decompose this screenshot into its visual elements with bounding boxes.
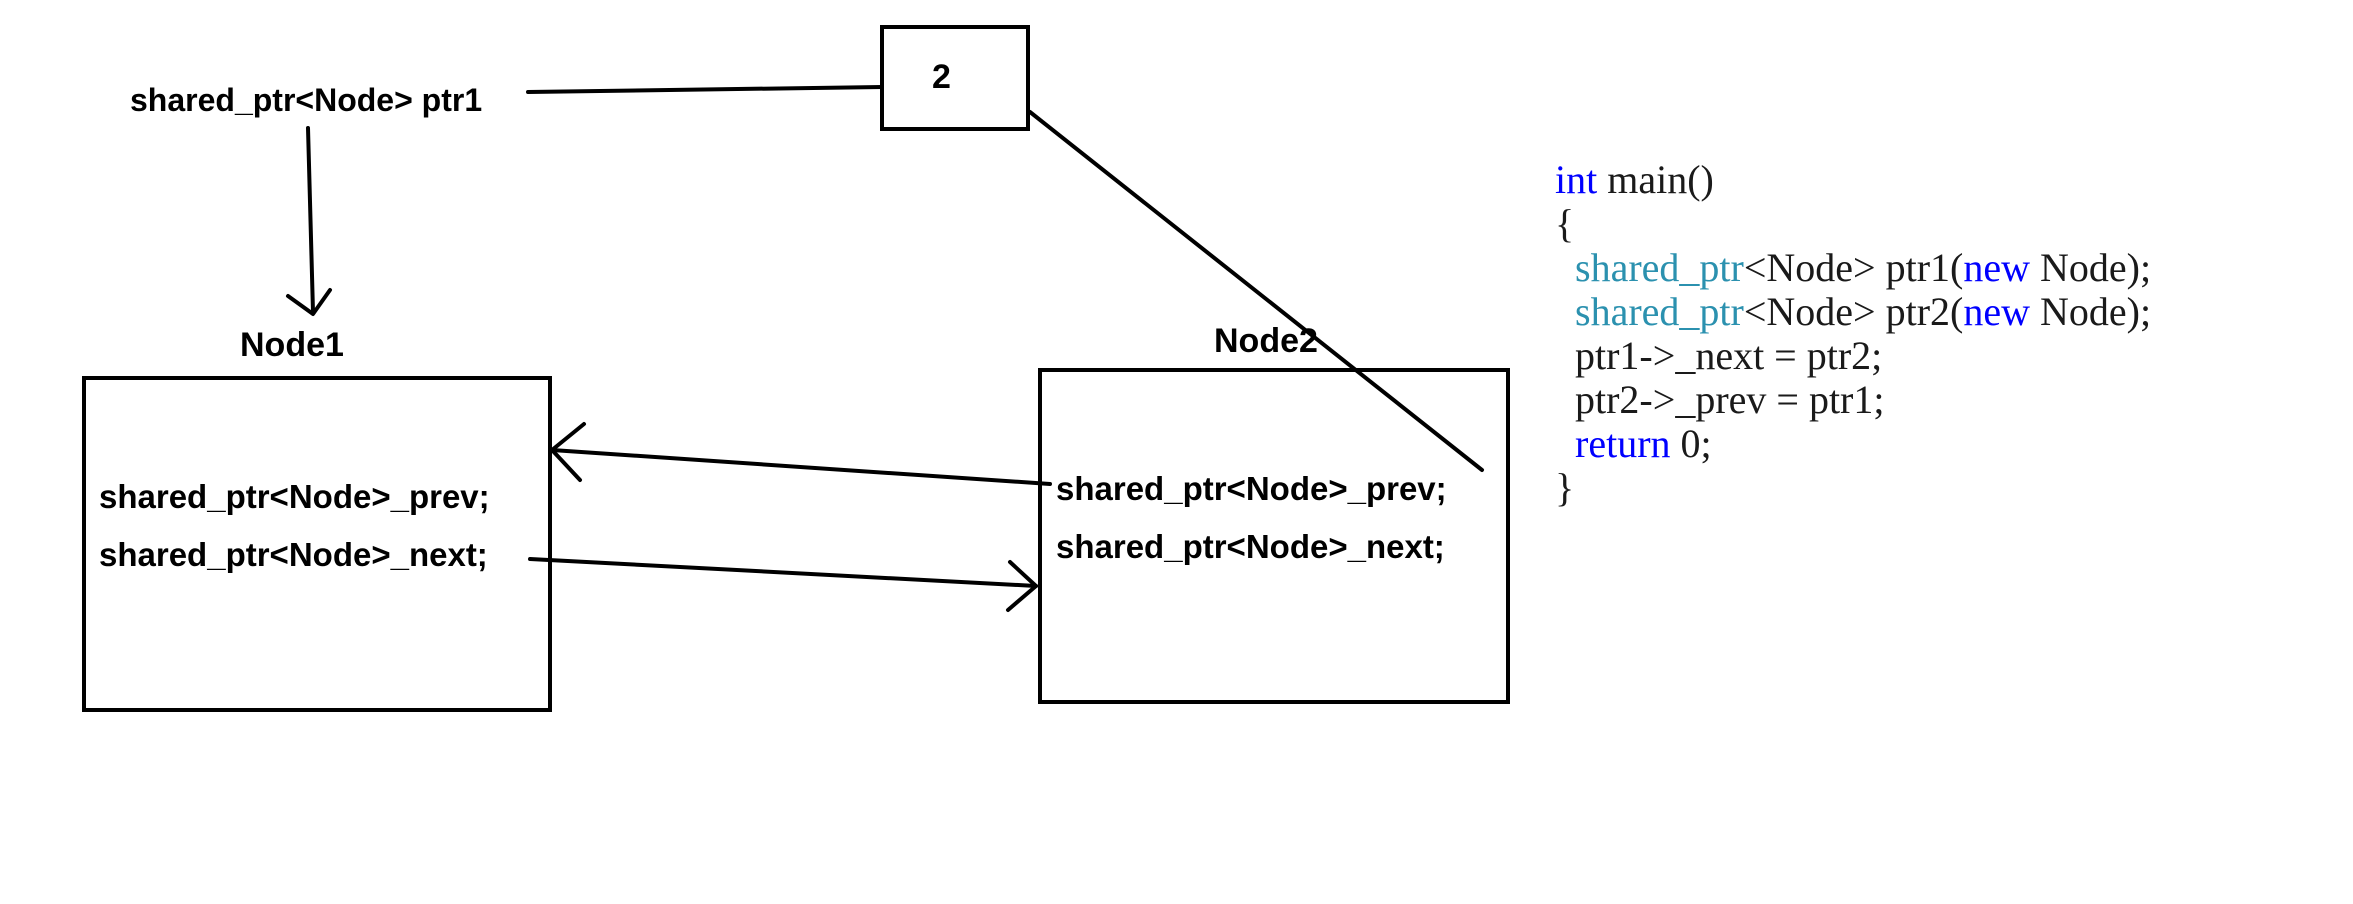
code-text: Node);	[2029, 245, 2152, 290]
code-indent	[1555, 245, 1575, 290]
code-text: <Node> ptr2(	[1743, 289, 1964, 334]
code-line-assign-next: ptr1->_next = ptr2;	[1555, 334, 2151, 378]
node1-box	[82, 376, 552, 712]
refcount-to-node2-line	[1028, 110, 1484, 472]
keyword-new: new	[1963, 289, 2030, 334]
code-text: ptr1->_next = ptr2;	[1555, 333, 1883, 378]
type-shared-ptr: shared_ptr	[1575, 289, 1744, 334]
node2-field-prev: shared_ptr<Node>_prev;	[1056, 470, 1447, 507]
code-text: main()	[1597, 157, 1714, 202]
code-line-main: int main()	[1555, 158, 2151, 202]
node2-box	[1038, 368, 1510, 704]
code-text: }	[1555, 465, 1575, 510]
code-text: ptr2->_prev = ptr1;	[1555, 377, 1885, 422]
type-shared-ptr: shared_ptr	[1575, 245, 1744, 290]
node1-title: Node1	[240, 326, 344, 364]
node2-title: Node2	[1214, 322, 1318, 360]
code-line-ptr1-decl: shared_ptr<Node> ptr1(new Node);	[1555, 246, 2151, 290]
ptr1-to-node1-arrowhead	[286, 288, 332, 316]
code-text: {	[1555, 201, 1575, 246]
ptr1-to-node1-arrow-shaft	[306, 126, 315, 314]
code-text: <Node> ptr1(	[1743, 245, 1964, 290]
node1-next-to-node2-arrowhead	[1006, 560, 1038, 612]
keyword-new: new	[1963, 245, 2030, 290]
code-indent	[1555, 421, 1575, 466]
ptr1-to-refcount-line	[526, 85, 884, 94]
ptr1-label: shared_ptr<Node> ptr1	[130, 82, 483, 118]
keyword-return: return	[1575, 421, 1671, 466]
code-line-ptr2-decl: shared_ptr<Node> ptr2(new Node);	[1555, 290, 2151, 334]
refcount-value: 2	[932, 58, 951, 96]
node2-prev-to-node1-arrowhead	[550, 422, 586, 482]
node2-field-next: shared_ptr<Node>_next;	[1056, 528, 1445, 565]
code-snippet: int main(){ shared_ptr<Node> ptr1(new No…	[1555, 158, 2151, 510]
keyword-int: int	[1555, 157, 1598, 202]
code-line-open-brace: {	[1555, 202, 2151, 246]
code-line-close-brace: }	[1555, 466, 2151, 510]
code-line-assign-prev: ptr2->_prev = ptr1;	[1555, 378, 2151, 422]
code-text: 0;	[1670, 421, 1712, 466]
node1-field-next: shared_ptr<Node>_next;	[99, 536, 488, 573]
refcount-box	[880, 25, 1030, 131]
node1-field-prev: shared_ptr<Node>_prev;	[99, 478, 490, 515]
node2-prev-to-node1-arrow-shaft	[550, 448, 1052, 486]
code-line-return: return 0;	[1555, 422, 2151, 466]
node1-next-to-node2-arrow-shaft	[528, 557, 1038, 588]
code-text: Node);	[2029, 289, 2152, 334]
code-indent	[1555, 289, 1575, 334]
